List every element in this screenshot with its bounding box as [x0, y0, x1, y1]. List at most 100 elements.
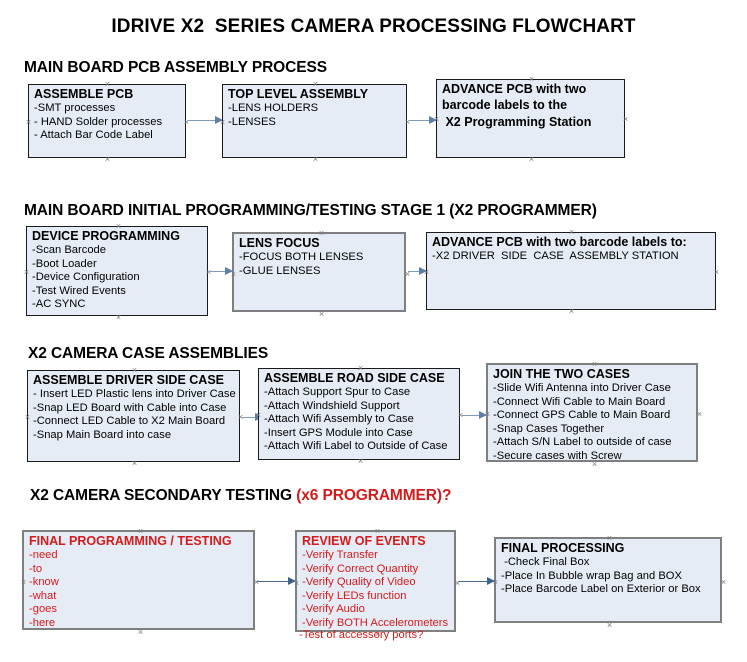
- box-line: barcode labels to the: [442, 98, 568, 112]
- connection-handle-left[interactable]: [23, 269, 30, 276]
- connection-handle-top[interactable]: [137, 528, 144, 535]
- process-box-assemble-driver-side-case[interactable]: ASSEMBLE DRIVER SIDE CASE - Insert LED P…: [27, 370, 240, 462]
- connection-handle-right[interactable]: [696, 411, 703, 418]
- connection-handle-left[interactable]: [230, 271, 237, 278]
- box-title: TOP LEVEL ASSEMBLY: [228, 87, 369, 101]
- connection-handle-top[interactable]: [115, 223, 122, 230]
- box-title: ASSEMBLE PCB: [34, 87, 134, 101]
- connector-arrow-4b: [458, 577, 495, 586]
- box-title: ADVANCE PCB with two: [442, 82, 587, 96]
- connection-handle-left[interactable]: [20, 579, 27, 586]
- box-line: -X2 DRIVER SIDE CASE ASSEMBLY STATION: [432, 250, 679, 262]
- connection-handle-bottom[interactable]: [357, 458, 364, 465]
- process-box-assemble-pcb[interactable]: ASSEMBLE PCB -SMT processes - HAND Solde…: [28, 84, 186, 158]
- connection-handle-left[interactable]: [484, 411, 491, 418]
- process-box-join-the-two-cases[interactable]: JOIN THE TWO CASES -Slide Wifi Antenna i…: [486, 363, 698, 462]
- box-line: -know: [29, 576, 59, 589]
- connection-handle-left[interactable]: [433, 116, 440, 123]
- connection-handle-bottom[interactable]: [312, 156, 319, 163]
- box-line: -what: [29, 589, 57, 602]
- connection-handle-left[interactable]: [25, 119, 32, 126]
- box-title: LENS FOCUS: [239, 236, 320, 250]
- box-line: -Scan Barcode: [32, 244, 107, 256]
- arrow-shaft: [257, 581, 295, 583]
- box-title: ASSEMBLE DRIVER SIDE CASE: [33, 373, 225, 387]
- process-box-device-programming[interactable]: DEVICE PROGRAMMING -Scan Barcode -Boot L…: [26, 226, 208, 316]
- connection-handle-bottom[interactable]: [131, 460, 138, 467]
- connection-handle-bottom[interactable]: [568, 308, 575, 315]
- box-line: -Secure cases with Screw: [493, 449, 622, 462]
- connection-handle-left[interactable]: [255, 412, 262, 419]
- connection-handle-bottom[interactable]: [104, 156, 111, 163]
- box-line: -Boot Loader: [32, 257, 97, 270]
- box-line: -GLUE LENSES: [239, 264, 321, 277]
- process-box-final-processing[interactable]: FINAL PROCESSING -Check Final Box -Place…: [494, 537, 722, 623]
- connection-handle-left[interactable]: [219, 119, 226, 126]
- connection-handle-top[interactable]: [357, 365, 364, 372]
- box-line: -Connect GPS Cable to Main Board: [493, 409, 671, 422]
- connection-handle-top[interactable]: [374, 528, 381, 535]
- box-line: -to: [29, 562, 43, 575]
- connection-handle-bottom[interactable]: [318, 311, 325, 318]
- box-line: X2 Programming Station: [442, 115, 592, 129]
- process-box-advance-pcb-driver-side-case[interactable]: ADVANCE PCB with two barcode labels to: …: [426, 232, 716, 310]
- box-line: -Verify Transfer: [302, 549, 378, 561]
- box-line: -Connect LED Cable to X2 Main Board: [33, 415, 226, 428]
- box-line: - Attach Bar Code Label: [34, 129, 153, 142]
- connector-arrow-4a: [257, 577, 296, 586]
- box-title: ASSEMBLE ROAD SIDE CASE: [264, 371, 445, 385]
- connection-handle-right[interactable]: [720, 579, 727, 586]
- connection-handle-right[interactable]: [713, 269, 720, 276]
- process-box-top-level-assembly[interactable]: TOP LEVEL ASSEMBLY -LENS HOLDERS -LENSES: [222, 84, 407, 158]
- arrow-head-icon: [288, 577, 296, 585]
- connector-arrow-1b: [409, 116, 437, 125]
- arrow-shaft: [462, 415, 486, 417]
- arrow-shaft: [409, 120, 436, 122]
- connection-handle-top[interactable]: [312, 81, 319, 88]
- process-box-assemble-road-side-case[interactable]: ASSEMBLE ROAD SIDE CASE -Attach Support …: [258, 368, 460, 460]
- connection-handle-bottom[interactable]: [528, 156, 535, 163]
- box-title: JOIN THE TWO CASES: [493, 367, 630, 381]
- connection-handle-top[interactable]: [318, 230, 325, 237]
- arrow-shaft: [458, 581, 494, 583]
- connection-handle-right[interactable]: [622, 116, 629, 123]
- connection-handle-left[interactable]: [492, 579, 499, 586]
- box-line: -Snap Cases Together: [493, 422, 605, 435]
- connection-handle-bottom[interactable]: [606, 622, 613, 629]
- connection-handle-top[interactable]: [568, 229, 575, 236]
- box-line: -FOCUS BOTH LENSES: [239, 251, 364, 263]
- process-box-review-of-events[interactable]: REVIEW OF EVENTS -Verify Transfer -Verif…: [295, 530, 456, 632]
- box-line: -Test Wired Events: [32, 284, 126, 297]
- connection-handle-top[interactable]: [528, 76, 535, 83]
- box-line: -here: [29, 616, 56, 629]
- connection-handle-bottom[interactable]: [591, 461, 598, 468]
- connection-handle-left[interactable]: [24, 414, 31, 421]
- connection-handle-top[interactable]: [606, 535, 613, 542]
- connection-handle-bottom[interactable]: [115, 314, 122, 321]
- connection-handle-bottom[interactable]: [137, 629, 144, 636]
- process-box-lens-focus[interactable]: LENS FOCUS -FOCUS BOTH LENSES -GLUE LENS…: [232, 232, 406, 312]
- box-title: DEVICE PROGRAMMING: [32, 229, 180, 243]
- connection-handle-top[interactable]: [591, 361, 598, 368]
- arrow-shaft: [408, 271, 426, 273]
- overflow-text-review-of-events: -Test of accessory ports?: [299, 629, 424, 641]
- connection-handle-top[interactable]: [131, 367, 138, 374]
- connection-handle-top[interactable]: [104, 81, 111, 88]
- box-line: -Verify Quality of Video: [302, 576, 416, 589]
- box-line: -Slide Wifi Antenna into Driver Case: [493, 382, 671, 394]
- box-title: FINAL PROGRAMMING / TESTING: [29, 534, 232, 548]
- connector-arrow-3b: [462, 411, 487, 420]
- box-line: -LENSES: [228, 115, 276, 128]
- process-box-advance-pcb-programming-station[interactable]: ADVANCE PCB with two barcode labels to t…: [436, 79, 625, 158]
- box-line: -goes: [29, 603, 57, 616]
- process-box-final-programming-testing[interactable]: FINAL PROGRAMMING / TESTING -need -to -k…: [22, 530, 255, 630]
- connector-arrow-2a: [210, 267, 233, 276]
- box-title: ADVANCE PCB with two barcode labels to:: [432, 235, 687, 249]
- box-line: -Verify BOTH Accelerometers: [302, 616, 449, 629]
- arrow-shaft: [188, 120, 222, 122]
- connection-handle-left[interactable]: [293, 580, 300, 587]
- box-line: -Place In Bubble wrap Bag and BOX: [501, 569, 682, 582]
- arrow-head-icon: [479, 411, 487, 419]
- connection-handle-left[interactable]: [423, 269, 430, 276]
